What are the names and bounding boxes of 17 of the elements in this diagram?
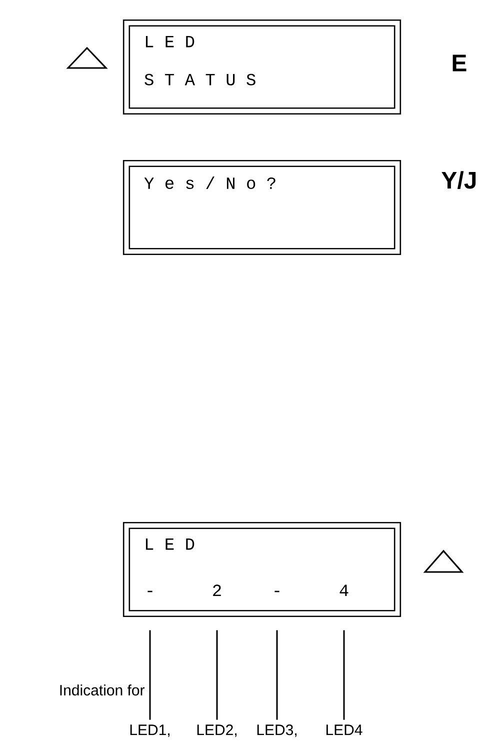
caption-text: Indication for bbox=[60, 684, 145, 696]
leader-line bbox=[216, 630, 218, 720]
display-screen: Y e s / N o ? bbox=[122, 160, 402, 256]
key-label: E bbox=[452, 54, 466, 72]
leader-line bbox=[343, 630, 345, 720]
led-label: LED4 bbox=[326, 724, 362, 735]
led-label: LED1, bbox=[130, 724, 170, 737]
display-screen: L E D S T A T U S bbox=[122, 19, 402, 115]
led-label: LED3, bbox=[257, 724, 296, 737]
display-character: 4 bbox=[340, 584, 348, 596]
leader-line bbox=[149, 630, 151, 720]
display-character: - bbox=[148, 590, 152, 592]
display-character: - bbox=[274, 590, 280, 592]
led-label: LED2, bbox=[197, 724, 236, 737]
key-label: Y/J bbox=[442, 171, 476, 189]
leader-line bbox=[276, 630, 278, 720]
display-character: 2 bbox=[213, 584, 221, 596]
